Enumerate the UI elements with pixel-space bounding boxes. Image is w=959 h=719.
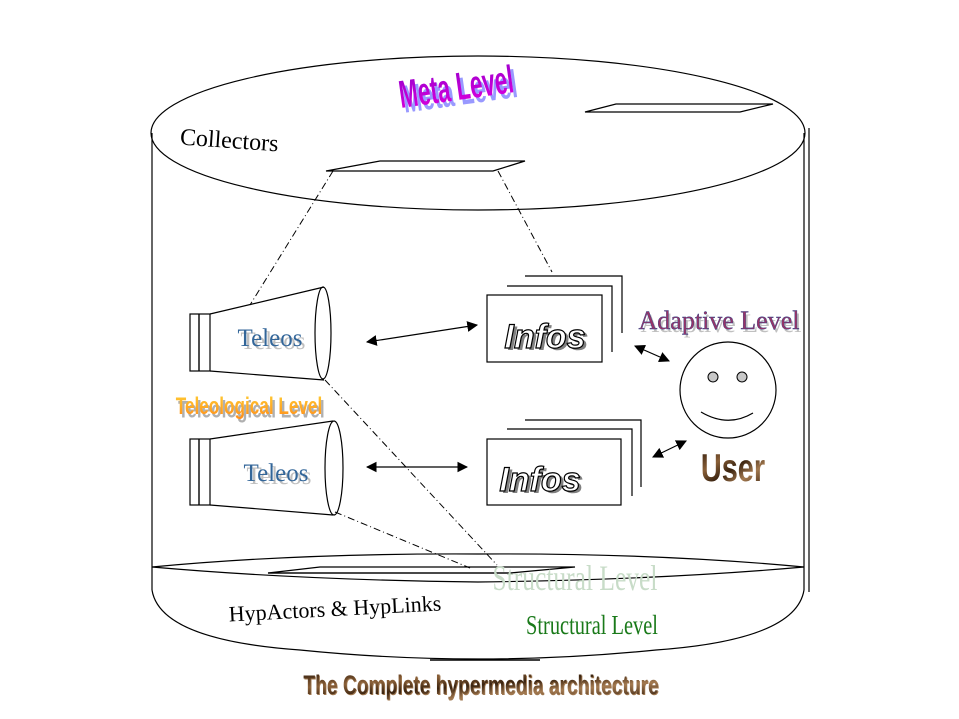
teleos-horn-top[interactable]: Teleos Teleos <box>189 286 332 381</box>
arrow-teleos-infos-top <box>365 321 479 346</box>
diagram-title-shadow: The Complete hypermedia architecture <box>304 671 659 701</box>
projection-line <box>334 511 471 569</box>
face-outline <box>679 341 777 439</box>
teleos-label-shadow: Teleos <box>241 328 306 355</box>
infos-label-shadow: Infos <box>507 320 588 358</box>
structural-level-label: Structural Level <box>526 610 658 641</box>
teleological-level-shadow: Teleological Level <box>178 397 324 424</box>
card-middle <box>507 285 613 352</box>
card-front <box>486 294 603 363</box>
arrow-infos-user-top <box>634 344 670 363</box>
horn-mouthpiece <box>189 438 211 506</box>
diagram-title: The Complete hypermedia architecture <box>303 670 658 700</box>
user-smiley-icon[interactable] <box>679 341 777 439</box>
user-label: User <box>701 447 765 490</box>
projection-line <box>497 170 553 273</box>
left-eye <box>707 371 719 383</box>
card-back <box>525 275 623 333</box>
adaptive-level-shadow: Adaptive Level <box>641 309 802 338</box>
collectors-label: Collectors <box>179 125 279 158</box>
horn-edge <box>209 504 334 516</box>
structural-ellipse <box>151 553 805 583</box>
horn-bell <box>314 286 332 380</box>
infos-label: Infos <box>499 461 580 499</box>
user-label-group: User <box>701 447 765 490</box>
card-front <box>486 438 622 506</box>
infos-stack-top[interactable]: Infos Infos <box>486 275 623 363</box>
projection-line <box>249 170 334 306</box>
card-back <box>525 419 642 487</box>
horn-edge <box>209 286 325 315</box>
cylinder-top-ellipse <box>150 55 806 211</box>
smile <box>700 411 754 421</box>
collector-plane <box>325 160 526 172</box>
arrow-infos-user-bottom <box>652 440 687 458</box>
teleological-level-label: Teleological Level <box>176 393 322 420</box>
card-middle <box>507 428 633 496</box>
adaptive-level-label: Adaptive Level <box>639 306 800 335</box>
infos-label: Infos <box>504 318 585 356</box>
infos-stack-bottom[interactable]: Infos Infos <box>486 419 642 506</box>
hypactors-hyplinks-label: HypActors & HypLinks <box>228 590 442 626</box>
infos-label-shadow: Infos <box>502 463 583 501</box>
cylinder-bottom-curve <box>151 589 805 660</box>
cylinder <box>150 55 810 661</box>
horn-edge <box>209 370 325 381</box>
horn-mouthpiece <box>189 313 211 372</box>
teleos-label: Teleos <box>238 325 303 352</box>
horn-bell <box>324 420 344 516</box>
right-eye <box>736 371 748 383</box>
horn-edge <box>209 420 334 440</box>
structural-level-ghost-label: Structural Level <box>493 558 658 598</box>
teleological-level-label-group: Teleological Level Teleological Level <box>176 393 325 423</box>
teleos-horn-bottom[interactable]: Teleos Teleos <box>189 420 344 516</box>
teleos-label-shadow: Teleos <box>247 463 312 490</box>
teleos-label: Teleos <box>244 460 309 487</box>
meta-plane-right <box>584 103 774 113</box>
diagram-title-group: The Complete hypermedia architecture The… <box>303 670 659 701</box>
projection-line <box>324 379 498 566</box>
meta-level-label-group: Meta Level Meta Level <box>396 57 520 121</box>
